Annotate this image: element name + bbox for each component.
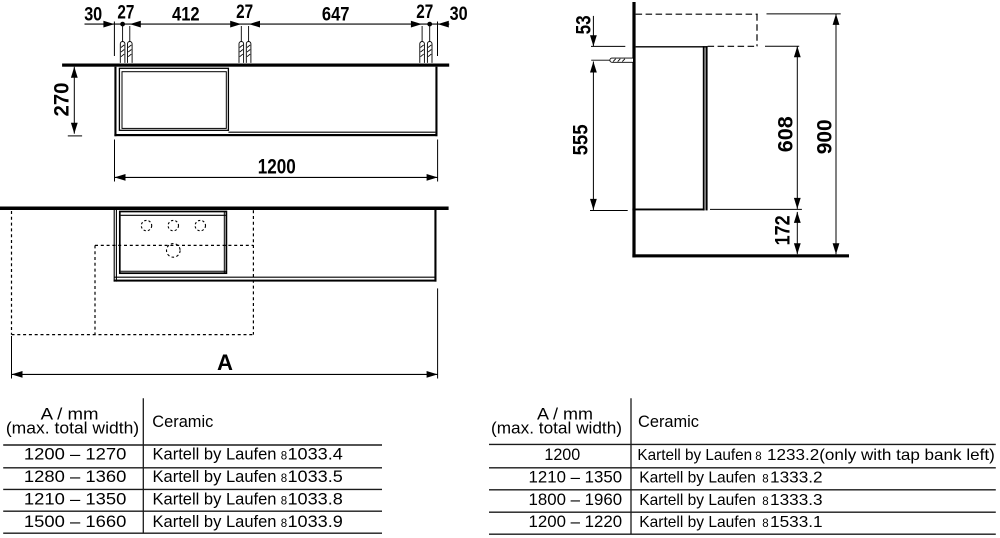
svg-text:1210 – 1350: 1210 – 1350 [24, 489, 127, 508]
svg-text:412: 412 [172, 4, 200, 25]
svg-text:8: 8 [281, 451, 287, 463]
svg-text:900: 900 [813, 119, 836, 154]
svg-text:555: 555 [570, 124, 593, 155]
svg-text:647: 647 [322, 4, 350, 25]
svg-text:8: 8 [281, 495, 287, 507]
svg-text:8: 8 [762, 474, 768, 486]
svg-text:1500 – 1660: 1500 – 1660 [24, 512, 127, 531]
svg-text:1033.4: 1033.4 [288, 445, 343, 464]
svg-text:1200 – 1270: 1200 – 1270 [24, 445, 127, 464]
svg-text:A / mm: A / mm [41, 405, 99, 424]
svg-text:30: 30 [450, 4, 468, 25]
svg-text:30: 30 [84, 5, 102, 26]
svg-text:(max. total width): (max. total width) [491, 418, 622, 437]
svg-text:8: 8 [762, 496, 768, 508]
svg-text:1333.2: 1333.2 [770, 470, 823, 487]
svg-text:1800 – 1960: 1800 – 1960 [529, 490, 623, 509]
svg-text:1533.1: 1533.1 [770, 514, 823, 531]
svg-text:A / mm: A / mm [537, 405, 593, 424]
svg-text:1200: 1200 [544, 445, 580, 464]
svg-text:Kartell by Laufen: Kartell by Laufen [153, 512, 277, 531]
svg-text:1233.2(only with tap bank left: 1233.2(only with tap bank left) [767, 447, 995, 464]
svg-text:A: A [217, 350, 233, 375]
svg-text:27: 27 [117, 3, 134, 24]
svg-text:1033.9: 1033.9 [288, 512, 343, 531]
svg-text:1033.5: 1033.5 [288, 467, 343, 486]
svg-text:Kartell by Laufen: Kartell by Laufen [153, 445, 277, 464]
svg-text:172: 172 [772, 215, 795, 245]
svg-text:Kartell by Laufen: Kartell by Laufen [153, 489, 277, 508]
svg-text:608: 608 [775, 116, 798, 152]
svg-text:27: 27 [236, 2, 253, 23]
svg-text:Kartell by Laufen: Kartell by Laufen [153, 467, 277, 486]
svg-text:1280 – 1360: 1280 – 1360 [24, 467, 127, 486]
svg-text:8: 8 [281, 518, 287, 530]
svg-text:1210 – 1350: 1210 – 1350 [529, 468, 623, 487]
svg-text:1200: 1200 [258, 156, 296, 179]
svg-text:8: 8 [762, 518, 768, 530]
svg-text:Kartell by Laufen: Kartell by Laufen [637, 447, 752, 464]
svg-text:1200 – 1220: 1200 – 1220 [529, 512, 623, 531]
svg-text:1033.8: 1033.8 [288, 489, 343, 508]
svg-text:1333.3: 1333.3 [770, 492, 823, 509]
svg-text:Kartell by Laufen: Kartell by Laufen [639, 492, 756, 509]
svg-text:270: 270 [51, 83, 74, 117]
svg-text:27: 27 [416, 2, 433, 23]
svg-text:Kartell by Laufen: Kartell by Laufen [639, 470, 756, 487]
svg-text:Kartell by Laufen: Kartell by Laufen [639, 514, 756, 531]
svg-text:(max. total width): (max. total width) [6, 418, 139, 437]
svg-text:8: 8 [755, 451, 761, 463]
svg-text:53: 53 [573, 15, 596, 34]
svg-text:Ceramic: Ceramic [152, 412, 213, 431]
svg-text:Ceramic: Ceramic [638, 412, 699, 431]
svg-text:8: 8 [281, 473, 287, 485]
